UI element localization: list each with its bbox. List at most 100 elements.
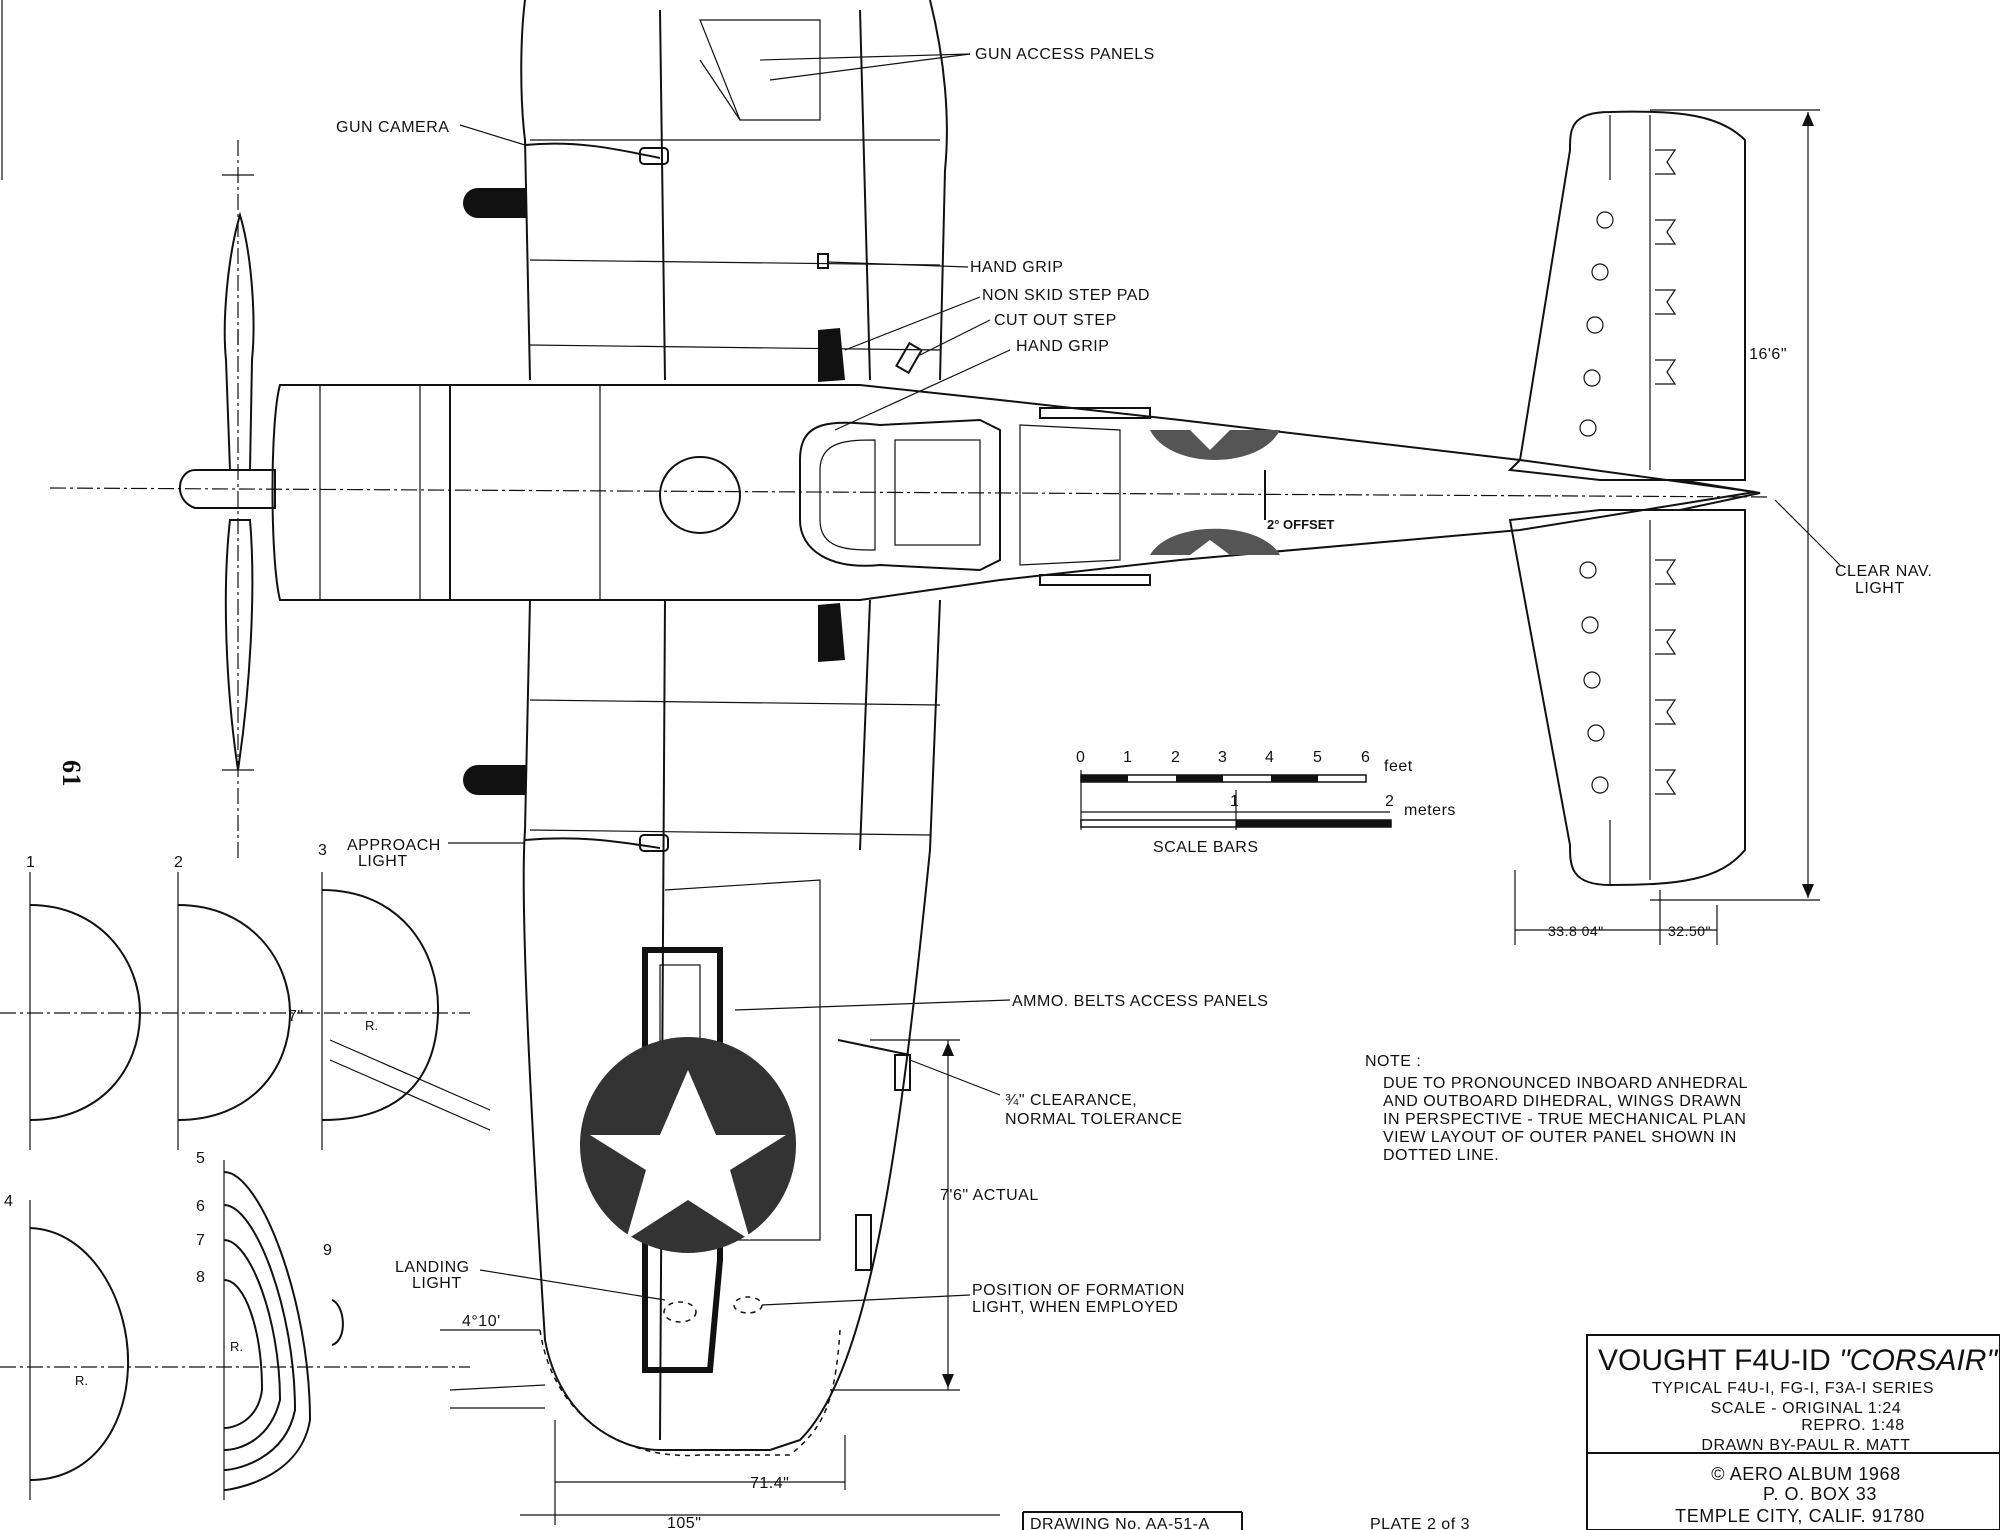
stab-inspection-hole [1587,724,1605,742]
gun-barrel-upper [463,188,526,218]
label-landing-light-1: LANDING [395,1259,470,1276]
label-ammo-belts: AMMO. BELTS ACCESS PANELS [1012,993,1268,1010]
leader-hand-grip-2 [834,349,1011,431]
section-7-label: 7 [196,1232,205,1249]
leader-clearance [909,1059,1001,1096]
propeller-spinner [178,469,276,509]
label-clearance-2: NORMAL TOLERANCE [1005,1111,1183,1128]
leader-landing-light [479,1269,666,1301]
leader-gun-access-2 [769,53,971,81]
wing-top-panel-line-3 [529,344,941,351]
note-line-3: IN PERSPECTIVE - TRUE MECHANICAL PLAN [1383,1111,1746,1128]
propeller [178,140,276,860]
scale-meter-seg [1236,820,1391,827]
page-number: 61 [57,760,86,787]
label-clear-nav-light-2: LIGHT [1855,580,1905,597]
title-block-title: VOUGHT F4U-ID "CORSAIR" [1598,1344,1998,1377]
label-hand-grip-1: HAND GRIP [970,259,1063,276]
scale-meter-tick: 1 [1230,793,1239,810]
wing-top-flap-line [859,9,871,381]
wing-insignia-star [590,1070,786,1240]
scale-bars: 0 1 2 3 4 5 6 feet 1 2 meters SCALE BARS [1076,749,1456,856]
wing-bottom-spar [659,599,666,1441]
note-line-1: DUE TO PRONOUNCED INBOARD ANHEDRAL [1383,1075,1748,1092]
wing-top-trailing-edge [929,0,948,381]
clearance-leader-line [837,1039,911,1056]
section-4-radius-label: R. [75,1373,88,1388]
title-plain: VOUGHT F4U-ID [1598,1344,1839,1377]
title-block-po-box: P. O. BOX 33 [1763,1484,1877,1504]
section-8-label: 8 [196,1269,205,1286]
gun-access-panel-outline [699,19,821,121]
leader-ammo-belts [734,999,1011,1011]
footer: DRAWING No. AA-51-A PLATE 2 of 3 [1022,1511,1470,1530]
tail-dimensions: 16'6" 33.8 04" 32.50" [1514,109,1820,945]
section-7-profile [223,1239,282,1451]
aileron-trim-tab [855,1214,872,1271]
scale-tick-1: 1 [1123,749,1132,766]
fuselage-strake-upper [1039,407,1151,419]
propeller-blade-lower [224,519,254,771]
section-3-radius-2 [329,1059,491,1131]
section-4-profile [29,1227,130,1481]
scale-tick-5: 5 [1313,749,1322,766]
label-landing-light-2: LIGHT [412,1275,462,1292]
scale-tick-3: 3 [1218,749,1227,766]
section-4-label: 4 [4,1193,13,1210]
title-block-border [1586,1334,2000,1530]
scale-caption: SCALE BARS [1153,839,1258,856]
note-heading: NOTE : [1365,1053,1421,1070]
wing-bottom-panel-line-2 [529,829,931,836]
plate-number: PLATE 2 of 3 [1370,1516,1470,1530]
wing-bottom-inner-panel [664,879,821,1241]
leader-non-skid [844,296,981,351]
section-9-profile [331,1299,344,1346]
leader-cut-out-step [919,319,991,356]
label-formation-light-1: POSITION OF FORMATION [972,1282,1185,1299]
wing-top-panel-line-2 [529,259,941,266]
section-3-radius-label: R. [365,1018,378,1033]
aft-fuselage-panel [1019,424,1121,566]
section-3-label: 3 [318,842,327,859]
stab-inspection-hole [1583,369,1601,387]
scale-meter-unit: meters [1404,802,1456,819]
scale-feet-seg [1081,775,1128,782]
dim-wing-actual-label: 7'6" ACTUAL [940,1187,1039,1204]
non-skid-step-pad [818,328,845,382]
label-hand-grip-2: HAND GRIP [1016,338,1109,355]
landing-light-cover [663,1301,697,1323]
horizontal-stabilizer [1507,110,1761,887]
section-5-profile [223,1171,312,1491]
drawing-number: DRAWING No. AA-51-A [1030,1516,1210,1530]
dim-tail-span-label: 16'6" [1749,346,1787,363]
ammo-access-panel-outline [642,947,723,1373]
wing-bottom [463,599,941,1457]
label-offset: 2° OFFSET [1267,517,1334,532]
title-block-publisher: © AERO ALBUM 1968 [1711,1464,1901,1484]
wing-top-spar [659,9,666,381]
leader-formation-light [761,1294,971,1306]
clearance-marker [894,1054,911,1091]
wing-bottom-panel-edge [859,599,871,851]
section-profiles: 1 2 3 R. 7" 4 R. 5 6 7 8 9 R. [0,842,491,1500]
dim-stab-left-label: 33.8 04" [1548,923,1604,939]
title-italic: "CORSAIR" [1839,1344,1998,1377]
dihedral-marker [449,1384,546,1391]
stabilizer-upper-outline [1507,110,1746,481]
stabilizer-lower-outline [1508,509,1746,887]
engine-cowling [271,384,451,601]
stab-inspection-hole [1586,316,1604,334]
dim-tip-7: 7" [288,1008,304,1025]
propeller-blade-upper [223,211,255,471]
label-clear-nav-light-1: CLEAR NAV. [1835,563,1932,580]
section-1-label: 1 [26,854,35,871]
step-pad-lower [818,603,845,662]
true-plan-dotted-outline [539,1329,841,1457]
section-6-label: 6 [196,1198,205,1215]
fuselage-strake-lower [1039,574,1151,586]
label-approach-light-1: APPROACH [347,837,441,854]
section-1-profile [29,904,142,1121]
stab-inspection-hole [1591,776,1609,794]
stab-inspection-hole [1579,419,1597,437]
